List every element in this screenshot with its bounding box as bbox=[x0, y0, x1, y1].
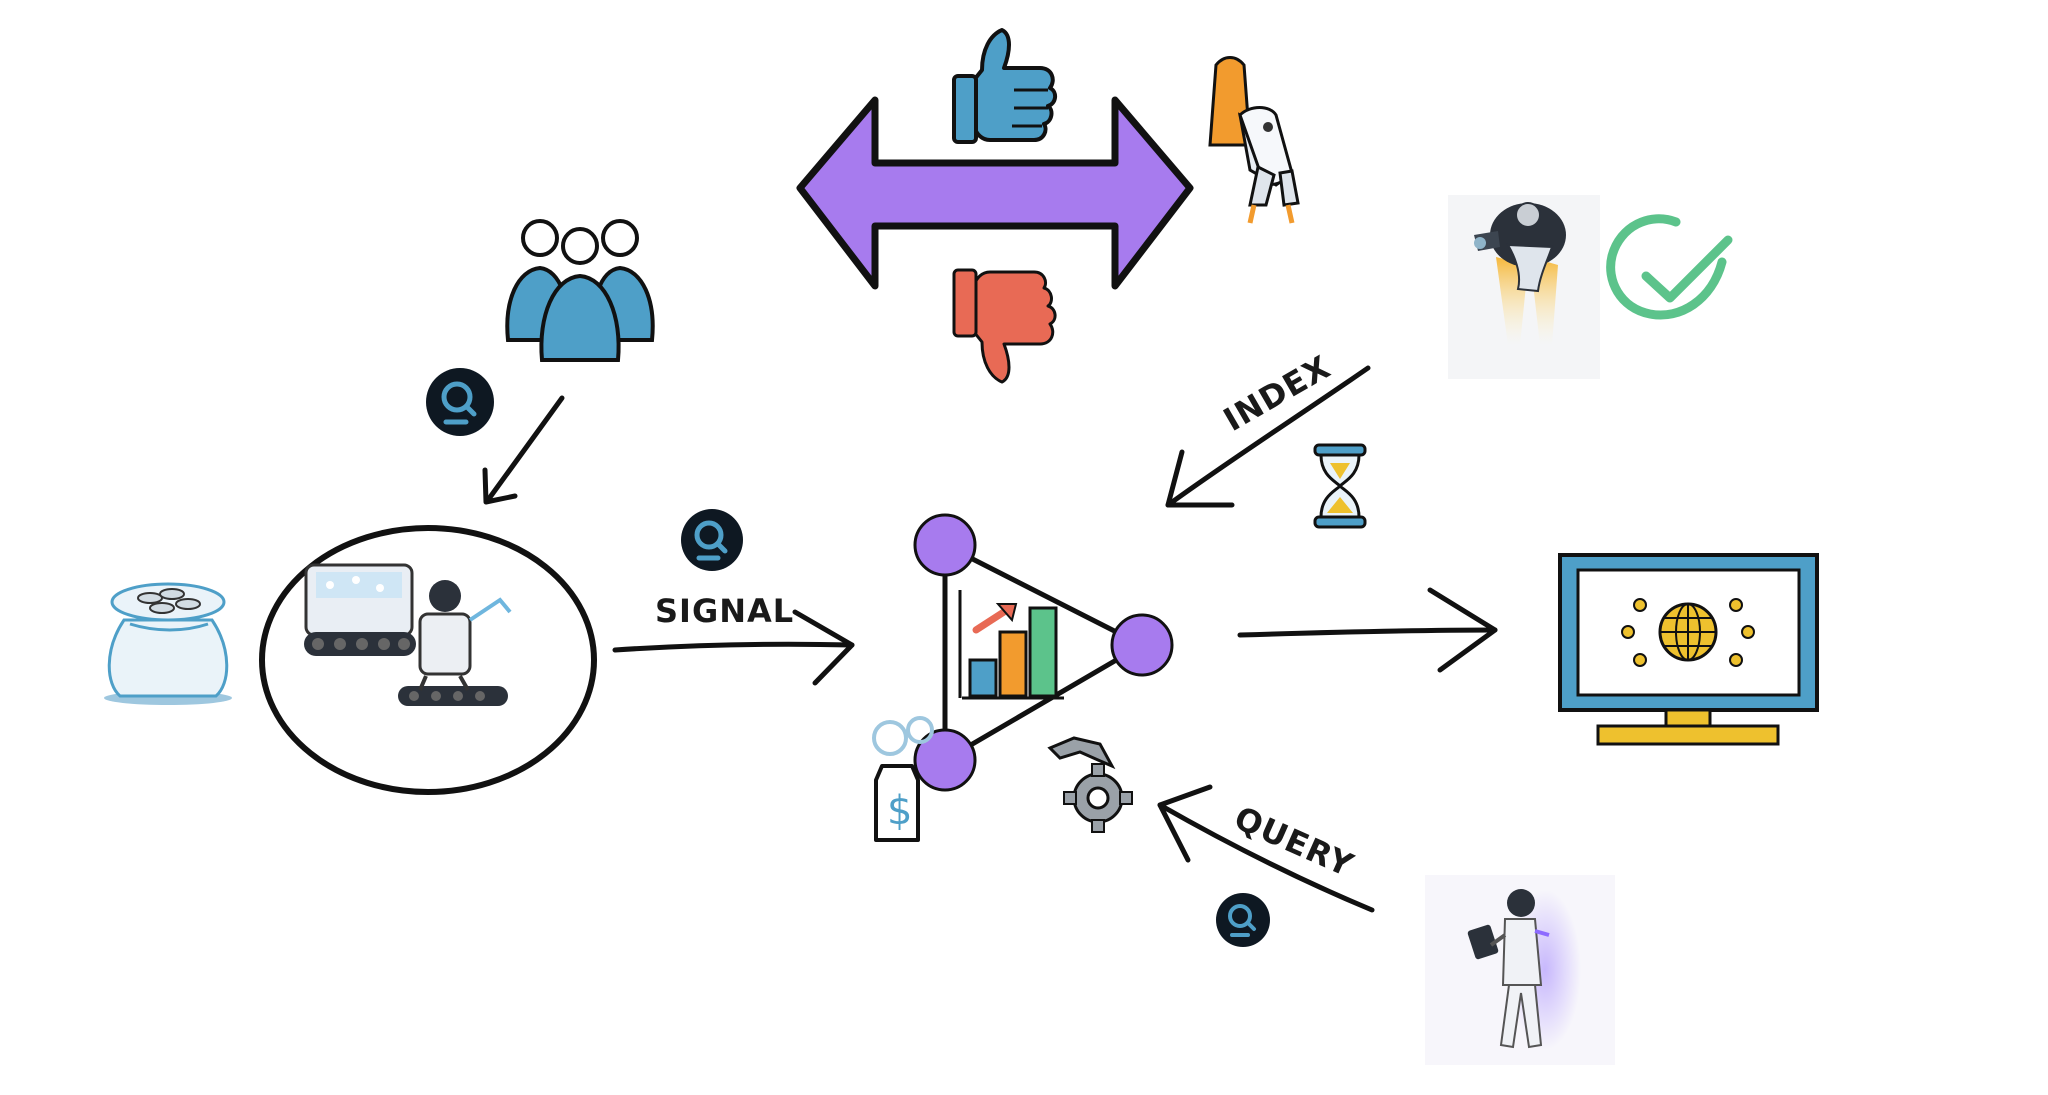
thumbs-up-icon bbox=[952, 28, 1057, 144]
subgraph-triangle bbox=[913, 513, 1174, 792]
monitor-globe-icon bbox=[1558, 553, 1819, 746]
gears-icon bbox=[1047, 736, 1133, 833]
query-label: QUERY bbox=[1229, 799, 1360, 885]
subgraph-node bbox=[913, 513, 977, 577]
output-arrow bbox=[1237, 587, 1498, 673]
signal-arrow bbox=[612, 609, 855, 686]
index-label: INDEX bbox=[1217, 348, 1337, 439]
subgraph-node bbox=[1110, 613, 1174, 677]
astronaut-tablet-icon bbox=[1425, 875, 1615, 1065]
price-tag-icon: $ bbox=[872, 716, 934, 842]
hourglass-icon bbox=[1313, 443, 1367, 529]
svg-text:$: $ bbox=[887, 788, 912, 834]
robot-miner-icon bbox=[259, 525, 597, 795]
jetpack-astronaut-icon bbox=[1448, 195, 1600, 379]
double-arrow-icon bbox=[796, 96, 1194, 290]
graph-token-icon bbox=[681, 509, 743, 571]
subgraph-chart-icon bbox=[958, 590, 1064, 700]
query-arrow bbox=[1157, 784, 1375, 913]
coin-bag-icon bbox=[104, 582, 232, 705]
graph-token-icon bbox=[426, 368, 494, 436]
index-arrow bbox=[1165, 365, 1371, 508]
people-group-icon bbox=[505, 219, 655, 362]
subgraph-node bbox=[913, 728, 977, 792]
check-circle-icon bbox=[1606, 214, 1733, 320]
graph-token-icon bbox=[1216, 893, 1270, 947]
delegate-arrow bbox=[482, 395, 565, 505]
signal-label: SIGNAL bbox=[655, 592, 794, 630]
thumbs-down-icon bbox=[952, 268, 1057, 384]
rocket-icon bbox=[1208, 56, 1300, 224]
